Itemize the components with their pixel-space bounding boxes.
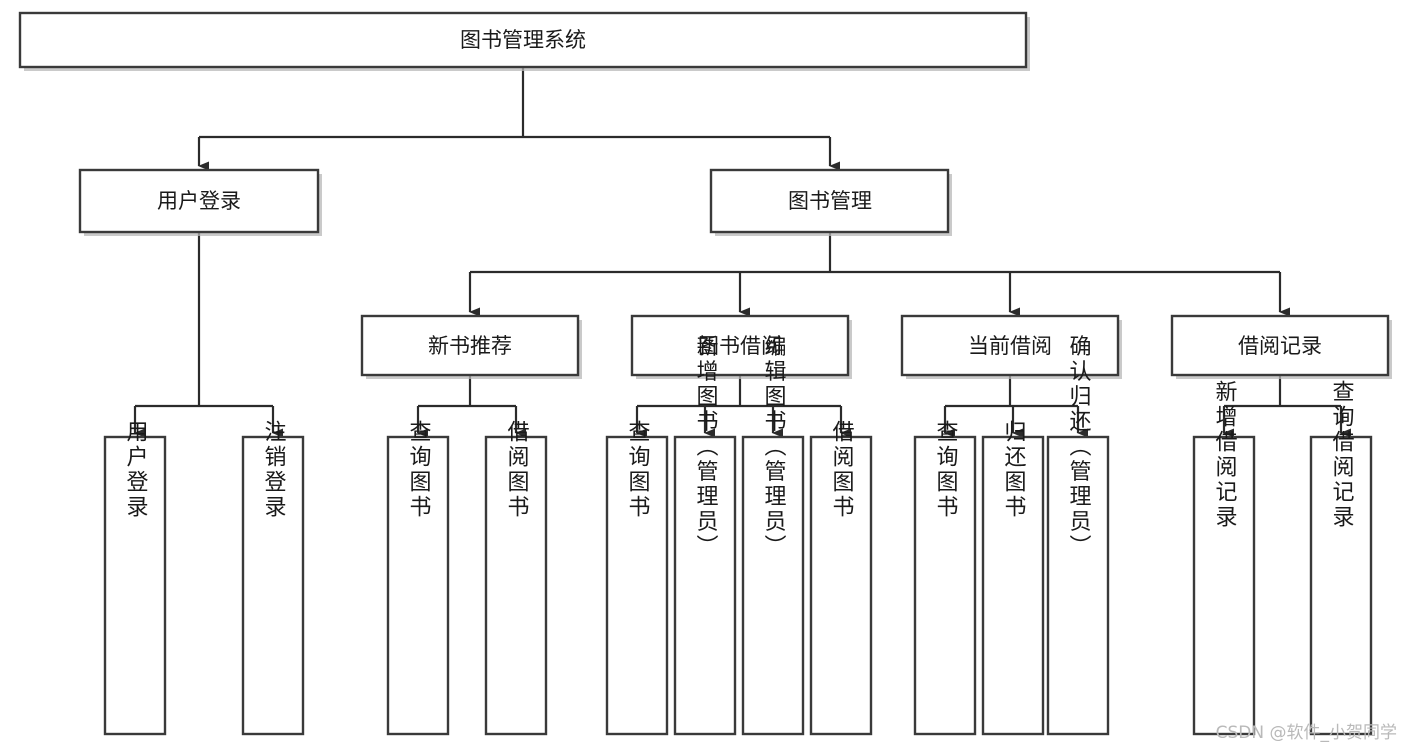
leaf-node[interactable]: 注销登录 bbox=[241, 420, 305, 736]
node-borrow-record[interactable]: 借阅记录 bbox=[1170, 314, 1392, 379]
leaf-node[interactable]: 查询图书 bbox=[605, 420, 669, 736]
root-label: 图书管理系统 bbox=[460, 28, 586, 52]
new-book-rec-label: 新书推荐 bbox=[428, 334, 512, 358]
leaf-label-query-book-2: 查询图书 bbox=[625, 420, 651, 520]
edge-layer bbox=[133, 67, 1351, 438]
leaf-label-borrow-book-2: 借阅图书 bbox=[829, 420, 855, 520]
leaf-label-logout: 注销登录 bbox=[261, 420, 287, 520]
node-current-borrow[interactable]: 当前借阅 bbox=[900, 314, 1122, 379]
leaf-node[interactable]: 借阅图书 bbox=[809, 420, 873, 736]
leaf-node[interactable]: 用户登录 bbox=[103, 420, 167, 736]
leaf-box-edit-book[interactable] bbox=[741, 435, 805, 736]
leaf-label-query-record: 查询借阅记录 bbox=[1329, 380, 1355, 530]
leaf-node[interactable]: 新增图书（管理员） bbox=[673, 335, 737, 736]
leaf-box-borrow-book-1[interactable] bbox=[484, 435, 548, 736]
leaf-node[interactable]: 查询图书 bbox=[913, 420, 977, 736]
leaf-box-confirm-return[interactable] bbox=[1046, 435, 1110, 736]
user-login-label: 用户登录 bbox=[157, 189, 241, 213]
leaf-box-query-book-1[interactable] bbox=[386, 435, 450, 736]
user-login-box[interactable] bbox=[78, 168, 320, 234]
leaf-node[interactable]: 查询图书 bbox=[386, 420, 450, 736]
leaf-label-return-book: 归还图书 bbox=[1001, 420, 1027, 520]
leaf-label-edit-book: 编辑图书（管理员） bbox=[761, 335, 787, 560]
leaf-box-add-book[interactable] bbox=[673, 435, 737, 736]
node-root[interactable]: 图书管理系统 bbox=[18, 11, 1030, 71]
book-manage-box[interactable] bbox=[709, 168, 950, 234]
root-box[interactable] bbox=[18, 11, 1028, 69]
borrow-record-label: 借阅记录 bbox=[1238, 334, 1322, 358]
leaf-box-query-book-2[interactable] bbox=[605, 435, 669, 736]
leaf-box-query-book-3[interactable] bbox=[913, 435, 977, 736]
leaf-node[interactable]: 借阅图书 bbox=[484, 420, 548, 736]
book-borrow-label: 图书借阅 bbox=[698, 334, 782, 358]
leaf-box-borrow-book-2[interactable] bbox=[809, 435, 873, 736]
borrow-record-box[interactable] bbox=[1170, 314, 1390, 377]
node-user-login[interactable]: 用户登录 bbox=[78, 168, 322, 236]
leaf-label-add-record: 新增借阅记录 bbox=[1212, 380, 1238, 530]
leaf-label-query-book-3: 查询图书 bbox=[933, 420, 959, 520]
current-borrow-box[interactable] bbox=[900, 314, 1120, 377]
leaf-label-borrow-book-1: 借阅图书 bbox=[504, 420, 530, 520]
current-borrow-label: 当前借阅 bbox=[968, 334, 1052, 358]
leaf-label-query-book-1: 查询图书 bbox=[406, 420, 432, 520]
leaf-node[interactable]: 编辑图书（管理员） bbox=[741, 335, 805, 736]
leaf-box-user-login[interactable] bbox=[103, 435, 167, 736]
leaf-box-query-record[interactable] bbox=[1309, 435, 1373, 736]
node-book-manage[interactable]: 图书管理 bbox=[709, 168, 952, 236]
book-manage-label: 图书管理 bbox=[788, 189, 872, 213]
node-book-borrow[interactable]: 图书借阅 bbox=[630, 314, 852, 379]
leaf-box-add-record[interactable] bbox=[1192, 435, 1256, 736]
leaf-label-confirm-return: 确认归还（管理员） bbox=[1066, 335, 1092, 560]
new-book-rec-box[interactable] bbox=[360, 314, 580, 377]
leaf-box-return-book[interactable] bbox=[981, 435, 1045, 736]
leaf-node[interactable]: 确认归还（管理员） bbox=[1046, 335, 1110, 736]
leaf-box-logout[interactable] bbox=[241, 435, 305, 736]
leaf-label-user-login: 用户登录 bbox=[123, 420, 149, 520]
leaf-label-add-book: 新增图书（管理员） bbox=[693, 335, 719, 560]
book-borrow-box[interactable] bbox=[630, 314, 850, 377]
leaf-node[interactable]: 新增借阅记录 bbox=[1192, 380, 1256, 736]
node-new-book-rec[interactable]: 新书推荐 bbox=[360, 314, 582, 379]
leaf-node[interactable]: 归还图书 bbox=[981, 420, 1045, 736]
leaf-node[interactable]: 查询借阅记录 bbox=[1309, 380, 1373, 736]
